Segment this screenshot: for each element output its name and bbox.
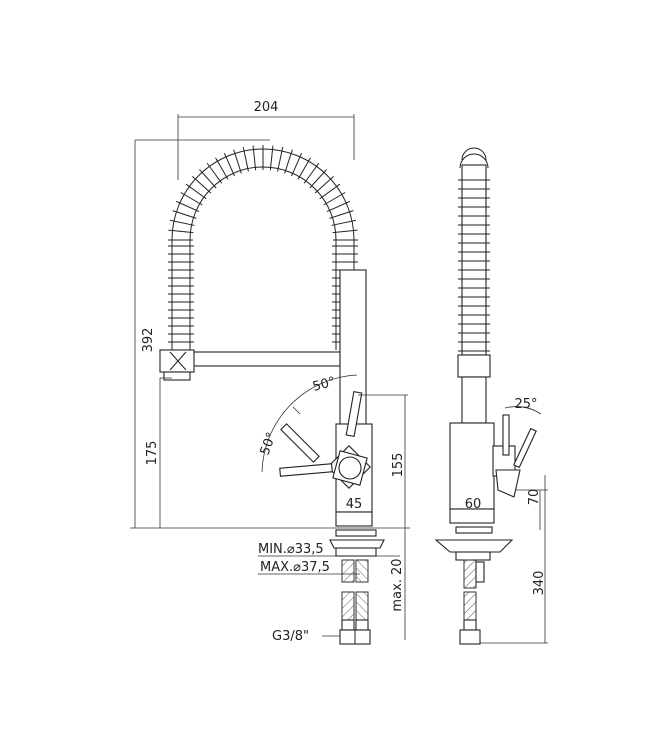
spout-arm	[189, 351, 341, 367]
dim-204: 204	[254, 100, 279, 115]
side-dim-70: 70	[527, 489, 542, 506]
side-handle-lever	[502, 414, 510, 456]
handle-lever-mid	[280, 423, 320, 463]
spray-head	[159, 349, 195, 373]
dim-392: 392	[141, 328, 156, 353]
front-view: 204 392 175 155 45 50° 50° MIN.⌀33,5 MAX…	[130, 100, 410, 645]
side-dim-340: 340	[532, 571, 547, 596]
dim-175: 175	[145, 441, 160, 466]
handle-lever-up	[345, 391, 363, 437]
side-spring	[461, 164, 487, 356]
side-view: 25° 60 70 340	[434, 147, 548, 645]
side-dim-60: 60	[465, 497, 482, 512]
max-hole-label: MAX.⌀37,5	[260, 560, 330, 575]
angle-50-side: 50°	[258, 430, 280, 457]
angle-50-top: 50°	[311, 374, 337, 394]
max-deck-label: max. 20	[390, 558, 405, 611]
min-hole-label: MIN.⌀33,5	[258, 542, 324, 557]
handle-lever-left	[279, 463, 333, 477]
column	[339, 269, 367, 431]
side-column	[461, 376, 487, 424]
dim-155: 155	[391, 453, 406, 478]
dim-45: 45	[346, 497, 363, 512]
connection-label: G3/8"	[272, 629, 309, 644]
side-angle-25: 25°	[514, 397, 537, 412]
spring-hose	[168, 145, 358, 350]
